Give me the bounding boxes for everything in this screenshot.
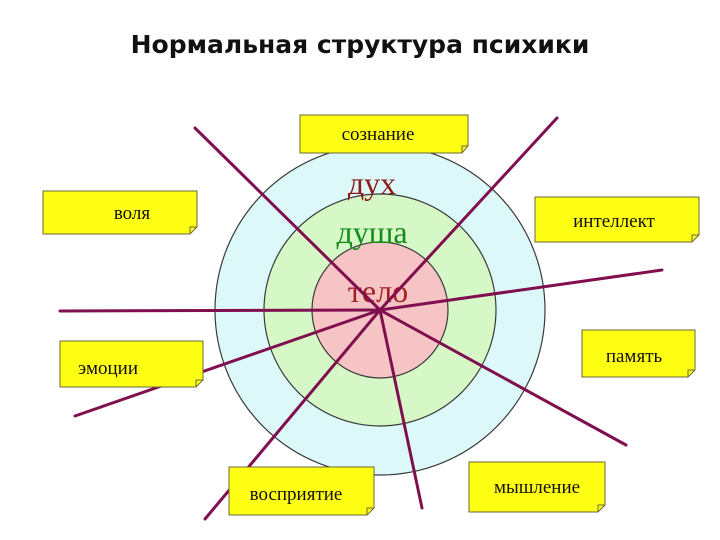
radial-line-lower (378, 308, 424, 510)
box-consciousness: сознание (299, 114, 469, 154)
radial-line-consciousness (193, 126, 382, 312)
radial-line-emotions (73, 308, 382, 418)
label-consciousness: сознание (342, 124, 415, 145)
label-intellect: интеллект (573, 211, 655, 232)
label-emotions: эмоции (78, 358, 138, 379)
box-intellect: интеллект (534, 196, 700, 243)
box-memory: память (581, 329, 696, 378)
box-perception: восприятие (228, 466, 375, 516)
box-thinking: мышление (468, 461, 606, 513)
radial-line-will (58, 308, 382, 313)
ring-label-soul: душа (336, 214, 407, 250)
label-memory: память (606, 346, 663, 367)
diagram-title: Нормальная структура психики (130, 30, 590, 59)
label-will: воля (114, 203, 151, 224)
radial-line-thinking (378, 308, 628, 447)
label-thinking: мышление (494, 477, 580, 498)
label-perception: восприятие (250, 484, 343, 505)
radial-line-memory (378, 268, 664, 312)
box-emotions: эмоции (59, 340, 204, 388)
ring-label-spirit: дух (348, 165, 396, 201)
radial-line-intellect (378, 116, 559, 312)
box-will: воля (42, 190, 198, 235)
